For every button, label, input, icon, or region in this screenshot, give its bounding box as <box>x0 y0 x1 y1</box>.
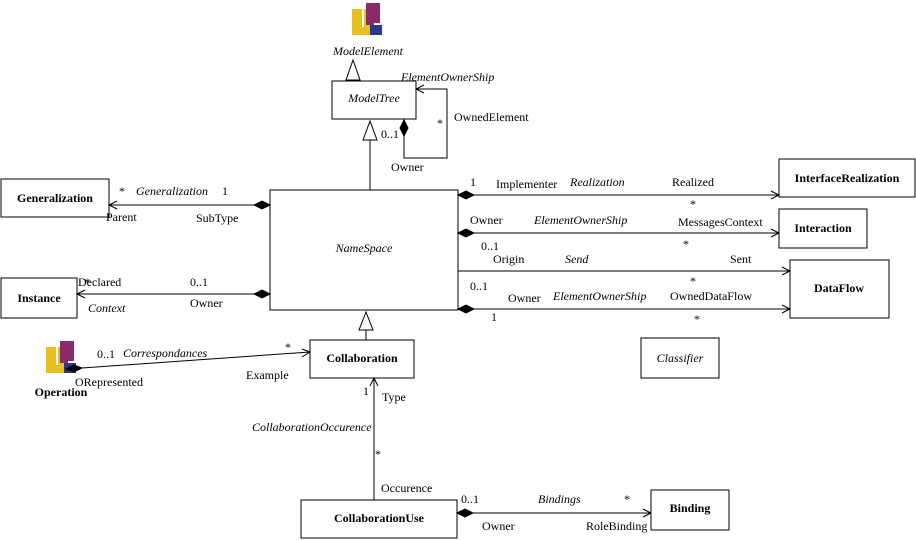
owned-dataflow-role: OwnedDataFlow <box>670 289 752 303</box>
modeltree-generalization-arrow <box>345 58 361 81</box>
context-assoc-label: Context <box>88 301 126 315</box>
occurence-role: Occurence <box>381 481 432 495</box>
interaction-class-label: Interaction <box>794 221 852 235</box>
real-star-mult: * <box>690 197 696 211</box>
owner-tree-role: Owner <box>391 160 424 174</box>
collaboration-box[interactable] <box>309 339 415 379</box>
correspondances-diamond <box>64 364 84 373</box>
occ-star-mult: * <box>375 447 381 461</box>
dataflow-box[interactable] <box>789 259 890 319</box>
namespace-label: NameSpace <box>335 241 393 255</box>
uml-logo-icon <box>352 3 382 35</box>
send-01-mult: 0..1 <box>470 279 488 293</box>
send-arrow <box>781 266 792 276</box>
sent-role: Sent <box>730 252 752 266</box>
model-element-label: ModelElement <box>332 44 404 58</box>
interaction-ownership-diamond <box>456 228 476 238</box>
correspondances-line <box>81 351 311 369</box>
element-ownership-interaction-assoc-label: ElementOwnerShip <box>533 213 627 227</box>
real-one-mult: 1 <box>470 175 476 189</box>
implementer-role: Implementer <box>496 177 557 191</box>
realized-role: Realized <box>672 175 714 189</box>
orepresented-role: ORepresented <box>75 375 143 389</box>
role-binding-role: RoleBinding <box>586 519 647 533</box>
generalization-subtype-diamond <box>252 200 272 210</box>
messages-context-role: MessagesContext <box>678 215 763 229</box>
subtype-role: SubType <box>196 211 239 225</box>
collaboration-use-class-label: CollaborationUse <box>334 511 425 525</box>
model-tree-label: ModelTree <box>347 91 400 105</box>
owner-interaction-role: Owner <box>470 213 503 227</box>
send-star-mult: * <box>690 274 696 288</box>
realization-assoc-label: Realization <box>569 175 625 189</box>
classifier-class-label: Classifier <box>657 351 704 365</box>
collaboration-use-box[interactable] <box>300 499 458 539</box>
occ-one-mult: 1 <box>363 384 369 398</box>
correspondances-assoc-label: Correspondances <box>123 346 208 360</box>
df-one-mult: 1 <box>491 310 497 324</box>
instance-class-label: Instance <box>17 291 61 305</box>
interaction-box[interactable] <box>778 208 868 249</box>
collaboration-class-label: Collaboration <box>326 351 398 365</box>
instance-owner-diamond <box>252 289 272 299</box>
gen-one-mult: 1 <box>222 184 228 198</box>
owned-element-role: OwnedElement <box>454 110 529 124</box>
tree-star-mult: * <box>437 116 443 130</box>
parent-role: Parent <box>106 210 137 224</box>
collaboration-generalization-arrow <box>358 310 374 331</box>
example-role: Example <box>246 368 289 382</box>
df-star-mult: * <box>694 312 700 326</box>
namespace-box[interactable] <box>269 189 459 311</box>
gen-star-mult: * <box>119 184 125 198</box>
instance-declared-arrow <box>75 289 86 299</box>
model-tree-owned-arrow <box>414 84 425 94</box>
interface-realization-class-label: InterfaceRealization <box>795 171 900 185</box>
collab-star-mult: * <box>285 340 291 354</box>
generalization-box[interactable] <box>0 178 110 218</box>
dataflow-class-label: DataFlow <box>814 281 864 295</box>
bindings-assoc-label: Bindings <box>538 492 581 506</box>
bindings-diamond <box>455 508 475 518</box>
inter-star-mult: * <box>683 237 689 251</box>
generalization-assoc-label: Generalization <box>136 184 208 198</box>
binding-box[interactable] <box>650 489 730 531</box>
interaction-ownership-arrow <box>770 228 781 238</box>
owner-binding-role: Owner <box>482 519 515 533</box>
declared-role: Declared <box>78 275 121 289</box>
collaboration-occurence-assoc-label: CollaborationOccurence <box>252 420 372 434</box>
namespace-generalization-arrow <box>362 119 378 141</box>
binding-class-label: Binding <box>670 501 711 515</box>
model-tree-owner-diamond <box>399 118 409 138</box>
inst-star-mult: * <box>84 275 90 289</box>
send-assoc-label: Send <box>565 252 589 266</box>
op-01-mult: 0..1 <box>97 347 115 361</box>
instance-box[interactable] <box>0 277 78 319</box>
realization-arrow <box>770 190 781 200</box>
classifier-box[interactable] <box>640 337 720 379</box>
collaboration-occurence-arrow <box>369 376 379 387</box>
correspondances-arrow <box>301 348 312 358</box>
realization-diamond <box>456 190 476 200</box>
model-tree-self-association <box>403 88 448 159</box>
inter-01-mult: 0..1 <box>481 239 499 253</box>
generalization-class-label: Generalization <box>17 191 93 205</box>
origin-role: Origin <box>493 252 524 266</box>
bind-star-mult: * <box>624 492 630 506</box>
type-role: Type <box>382 390 406 404</box>
bind-01-mult: 0..1 <box>461 492 479 506</box>
operation-class-label: Operation <box>35 385 88 399</box>
interface-realization-box[interactable] <box>778 158 916 198</box>
inst-01-mult: 0..1 <box>190 275 208 289</box>
generalization-parent-arrow <box>107 200 118 210</box>
dataflow-ownership-diamond <box>456 304 476 314</box>
dataflow-ownership-arrow <box>781 304 792 314</box>
owner-instance-role: Owner <box>190 296 223 310</box>
owner-dataflow-role: Owner <box>508 291 541 305</box>
element-ownership-dataflow-assoc-label: ElementOwnerShip <box>552 289 646 303</box>
element-ownership-tree-label: ElementOwnerShip <box>400 70 494 84</box>
tree-01-mult: 0..1 <box>381 127 399 141</box>
model-tree-box[interactable] <box>331 80 417 120</box>
